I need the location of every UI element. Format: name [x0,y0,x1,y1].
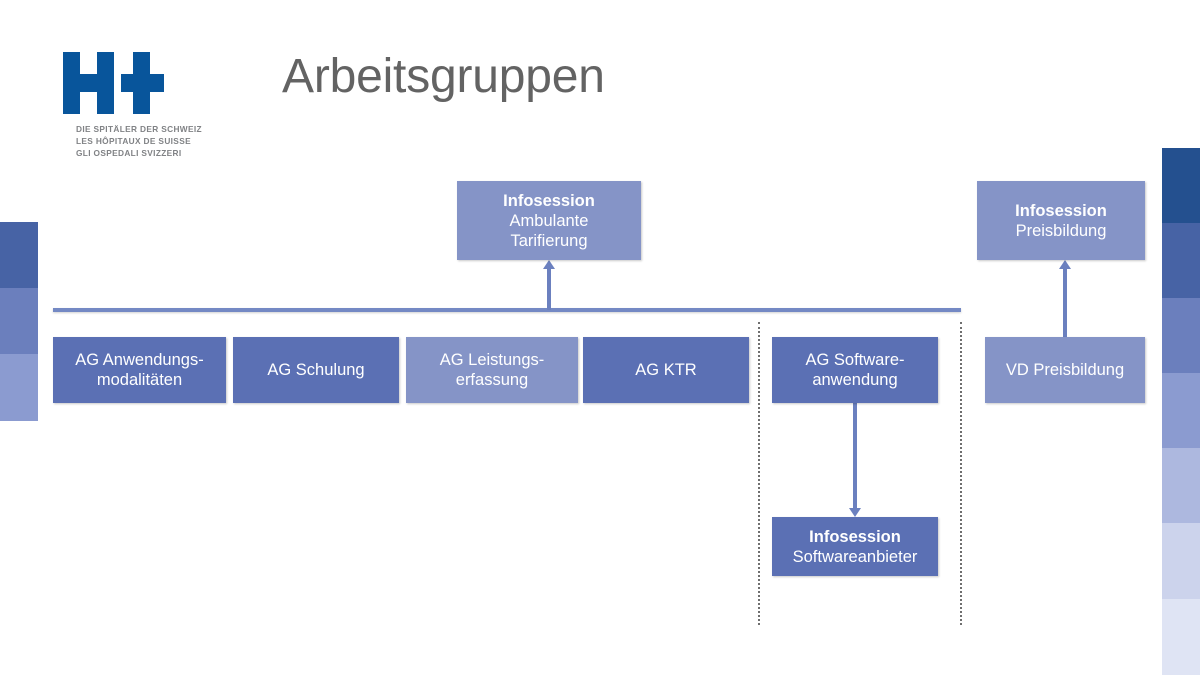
node-label-line-0: Softwareanbieter [792,547,918,566]
logo-tagline-fr: LES HÔPITAUX DE SUISSE [76,136,191,147]
node-label-line-0: VD Preisbildung [1005,361,1125,379]
color-block-3 [1162,373,1200,448]
logo-tagline: DIE SPITÄLER DER SCHWEIZ LES HÔPITAUX DE… [76,123,263,160]
workgroup-node-ag-anwendungsmodalitaeten[interactable]: AG Anwendungs-modalitäten [53,337,226,403]
color-block-4 [1162,448,1200,523]
connector-to-infosession-preisbildung [1063,268,1067,337]
color-block-0 [1162,148,1200,223]
page-title: Arbeitsgruppen [282,50,605,103]
node-title: Infosession [809,527,901,546]
node-label-line-1: modalitäten [96,371,183,389]
logo-tagline-it: GLI OSPEDALI SVIZZERI [76,148,182,159]
arrow-down-infosession-softwareanbieter [849,508,861,517]
node-label-line-1: erfassung [455,371,529,389]
color-block-5 [1162,523,1200,599]
arrow-up-infosession-preisbildung [1059,260,1071,269]
node-label-line-1: anwendung [812,371,898,389]
node-label-line-0: AG KTR [635,361,697,379]
left-color-bar [0,222,38,421]
logo-tagline-de: DIE SPITÄLER DER SCHWEIZ [76,124,202,134]
node-label-line-0: AG Anwendungs- [75,351,204,369]
color-block-1 [1162,223,1200,298]
node-label-line-0: Ambulante [509,211,589,230]
dotted-group-line-right [960,322,962,625]
h-plus-logo: DIE SPITÄLER DER SCHWEIZ LES HÔPITAUX DE… [63,52,263,160]
h-plus-mark-icon [63,52,171,114]
node-label-line-0: Preisbildung [1015,221,1107,240]
color-block-2 [1162,298,1200,373]
node-label-line-0: AG Software- [805,351,905,369]
color-block-2 [0,354,38,421]
workgroup-node-ag-ktr[interactable]: AG KTR [583,337,749,403]
workgroup-node-vd-preisbildung[interactable]: VD Preisbildung [985,337,1145,403]
workgroup-node-ag-softwareanwendung[interactable]: AG Software-anwendung [772,337,938,403]
node-label-line-0: AG Leistungs- [439,351,545,369]
right-color-bar [1162,148,1200,675]
color-block-1 [0,288,38,354]
connector-to-infosession-softwareanbieter [853,403,857,508]
workgroup-node-ag-leistungserfassung[interactable]: AG Leistungs-erfassung [406,337,578,403]
workgroup-node-ag-schulung[interactable]: AG Schulung [233,337,399,403]
node-title: Infosession [1015,201,1107,220]
color-block-6 [1162,599,1200,675]
node-label-line-1: Tarifierung [510,231,588,250]
node-title: Infosession [503,191,595,210]
node-label-line-0: AG Schulung [267,361,365,379]
dotted-group-line-left [758,322,760,625]
arrow-up-infosession-ambulante [543,260,555,269]
connector-to-infosession-ambulante [547,268,551,310]
horizontal-connector-line [53,308,961,312]
color-block-0 [0,222,38,288]
